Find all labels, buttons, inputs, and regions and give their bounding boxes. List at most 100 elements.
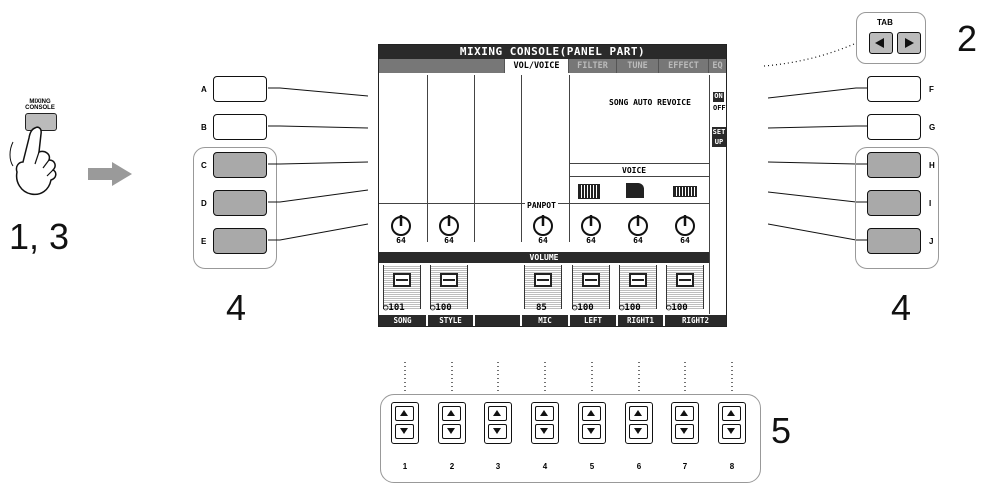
up-arrow-button[interactable] bbox=[395, 406, 414, 421]
number-button-1[interactable] bbox=[391, 402, 419, 444]
step-5-label: 5 bbox=[771, 410, 792, 451]
volume-value: 100 bbox=[624, 303, 641, 313]
channel-empty bbox=[475, 315, 520, 326]
fader-cap[interactable] bbox=[440, 273, 458, 287]
setup-button[interactable]: SET UP bbox=[712, 127, 726, 147]
button-b[interactable] bbox=[213, 114, 267, 140]
down-arrow-button[interactable] bbox=[629, 424, 648, 439]
tab-tune[interactable]: TUNE bbox=[616, 59, 658, 73]
volume-fader-mic[interactable] bbox=[524, 265, 562, 309]
song-auto-revoice-label: SONG AUTO REVOICE bbox=[609, 98, 691, 107]
fader-cap[interactable] bbox=[676, 273, 694, 287]
tab-effect[interactable]: EFFECT bbox=[658, 59, 708, 73]
column-divider bbox=[569, 75, 570, 242]
volume-value-right1: ○100 bbox=[619, 303, 641, 313]
up-arrow-button[interactable] bbox=[629, 406, 648, 421]
volume-fader-left[interactable] bbox=[572, 265, 610, 309]
right2-voice-icon[interactable] bbox=[673, 186, 697, 197]
volume-value-mic: 85 bbox=[536, 303, 547, 313]
down-arrow-button[interactable] bbox=[442, 424, 461, 439]
volume-fader-style[interactable] bbox=[430, 265, 468, 309]
number-button-label: 6 bbox=[636, 462, 642, 471]
pressing-hand-icon bbox=[9, 126, 57, 196]
down-arrow-button[interactable] bbox=[488, 424, 507, 439]
button-i[interactable] bbox=[867, 190, 921, 216]
tab-eq[interactable]: EQ bbox=[708, 59, 726, 73]
mixing-label-line1: MIXING bbox=[29, 99, 51, 105]
step-1-3-label: 1, 3 bbox=[9, 216, 70, 257]
step-4-right-label: 4 bbox=[891, 287, 912, 328]
button-i-label: I bbox=[929, 199, 932, 208]
button-f[interactable] bbox=[867, 76, 921, 102]
up-arrow-button[interactable] bbox=[675, 406, 694, 421]
mixing-console-label: MIXING CONSOLE bbox=[18, 99, 62, 111]
button-e[interactable] bbox=[213, 228, 267, 254]
channel-style: STYLE bbox=[428, 315, 473, 326]
off-label[interactable]: OFF bbox=[713, 104, 726, 112]
button-e-label: E bbox=[201, 237, 207, 246]
fader-cap[interactable] bbox=[582, 273, 600, 287]
number-button-6[interactable] bbox=[625, 402, 653, 444]
number-button-5[interactable] bbox=[578, 402, 606, 444]
button-g[interactable] bbox=[867, 114, 921, 140]
panpot-label: PANPOT bbox=[525, 201, 558, 210]
number-button-4[interactable] bbox=[531, 402, 559, 444]
on-indicator[interactable]: ON bbox=[713, 92, 724, 102]
pan-value: 64 bbox=[633, 236, 643, 245]
lcd-screen: MIXING CONSOLE(PANEL PART) VOL/VOICE FIL… bbox=[378, 44, 727, 327]
tab-vol-voice[interactable]: VOL/VOICE bbox=[504, 59, 568, 73]
number-button-label: 5 bbox=[589, 462, 595, 471]
tab-filter[interactable]: FILTER bbox=[568, 59, 616, 73]
down-arrow-button[interactable] bbox=[535, 424, 554, 439]
up-arrow-button[interactable] bbox=[442, 406, 461, 421]
volume-value-left: ○100 bbox=[572, 303, 594, 313]
volume-value-style: ○100 bbox=[430, 303, 452, 313]
volume-fader-song[interactable] bbox=[383, 265, 421, 309]
mixing-label-line2: CONSOLE bbox=[25, 105, 55, 111]
fader-cap[interactable] bbox=[534, 273, 552, 287]
button-j-label: J bbox=[929, 237, 934, 246]
tab-right-button[interactable] bbox=[897, 32, 921, 54]
button-c[interactable] bbox=[213, 152, 267, 178]
up-arrow-button[interactable] bbox=[722, 406, 741, 421]
setup-set-text: SET bbox=[712, 128, 726, 136]
volume-fader-right1[interactable] bbox=[619, 265, 657, 309]
number-button-8[interactable] bbox=[718, 402, 746, 444]
up-arrow-button[interactable] bbox=[488, 406, 507, 421]
number-button-label: 2 bbox=[449, 462, 455, 471]
triangle-left-icon bbox=[875, 38, 884, 48]
volume-fader-right2[interactable] bbox=[666, 265, 704, 309]
channel-right2: RIGHT2 bbox=[665, 315, 726, 326]
down-arrow-button[interactable] bbox=[395, 424, 414, 439]
tab-leader-dots bbox=[763, 43, 855, 67]
step-4-left-label: 4 bbox=[226, 287, 247, 328]
button-h[interactable] bbox=[867, 152, 921, 178]
left-button-bracket bbox=[193, 147, 277, 269]
volume-value: 100 bbox=[435, 303, 452, 313]
right1-voice-icon[interactable] bbox=[626, 183, 644, 198]
up-arrow-button[interactable] bbox=[582, 406, 601, 421]
channel-mic: MIC bbox=[522, 315, 568, 326]
up-arrow-button[interactable] bbox=[535, 406, 554, 421]
number-button-3[interactable] bbox=[484, 402, 512, 444]
button-a[interactable] bbox=[213, 76, 267, 102]
left-voice-icon[interactable] bbox=[578, 184, 600, 199]
knob-icon bbox=[533, 215, 553, 236]
button-d[interactable] bbox=[213, 190, 267, 216]
button-j[interactable] bbox=[867, 228, 921, 254]
volume-value-song: ○101 bbox=[383, 303, 405, 313]
pan-value: 64 bbox=[396, 236, 406, 245]
fader-cap[interactable] bbox=[393, 273, 411, 287]
button-leader-dots bbox=[404, 362, 733, 394]
volume-value-right2: ○100 bbox=[666, 303, 688, 313]
right-arrow-icon bbox=[88, 162, 132, 186]
down-arrow-button[interactable] bbox=[675, 424, 694, 439]
knob-icon bbox=[391, 215, 411, 236]
down-arrow-button[interactable] bbox=[722, 424, 741, 439]
step-2-label: 2 bbox=[957, 18, 978, 59]
number-button-7[interactable] bbox=[671, 402, 699, 444]
tab-left-button[interactable] bbox=[869, 32, 893, 54]
down-arrow-button[interactable] bbox=[582, 424, 601, 439]
number-button-2[interactable] bbox=[438, 402, 466, 444]
fader-cap[interactable] bbox=[629, 273, 647, 287]
